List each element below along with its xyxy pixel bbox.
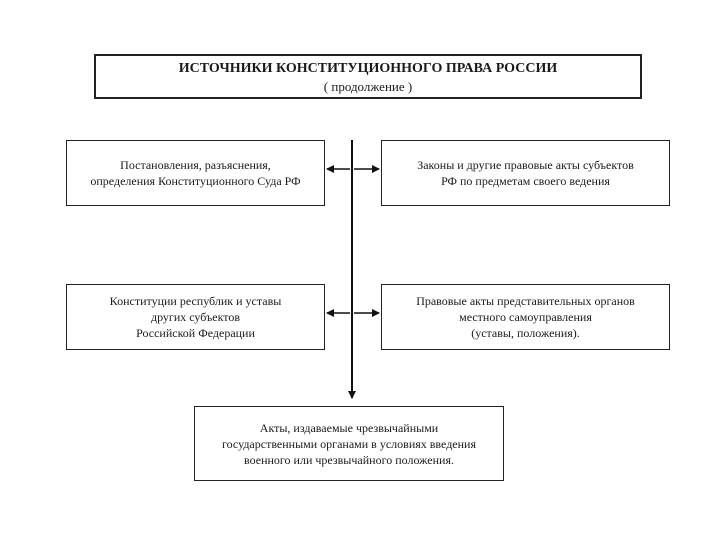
box-text-line: Постановления, разъяснения, bbox=[120, 158, 271, 172]
box-text-line: Правовые акты представительных органов bbox=[416, 294, 635, 308]
box-text-line: других субъектов bbox=[150, 310, 241, 324]
box-local-self-government-acts: Правовые акты представительных органов м… bbox=[381, 284, 670, 350]
box-republic-constitutions: Конституции республик и уставы других су… bbox=[66, 284, 325, 350]
box-text-line: Законы и другие правовые акты субъектов bbox=[417, 158, 634, 172]
box-text-line: РФ по предметам своего ведения bbox=[441, 174, 610, 188]
box-text-line: государственными органами в условиях вве… bbox=[221, 436, 476, 451]
diagram-title-box: ИСТОЧНИКИ КОНСТИТУЦИОННОГО ПРАВА РОССИИ … bbox=[94, 54, 642, 99]
box-text-line: местного самоуправления bbox=[459, 310, 592, 324]
diagram-subtitle: ( продолжение ) bbox=[323, 79, 413, 94]
box-subject-laws: Законы и другие правовые акты субъектов … bbox=[381, 140, 670, 206]
diagram-title: ИСТОЧНИКИ КОНСТИТУЦИОННОГО ПРАВА РОССИИ bbox=[178, 61, 558, 76]
box-text-line: (уставы, положения). bbox=[471, 326, 580, 340]
box-emergency-acts: Акты, издаваемые чрезвычайными государст… bbox=[194, 406, 504, 481]
box-constitutional-court-decisions: Постановления, разъяснения, определения … bbox=[66, 140, 325, 206]
box-text-line: Российской Федерации bbox=[136, 326, 255, 340]
box-text-line: Акты, издаваемые чрезвычайными bbox=[259, 420, 439, 435]
box-text-line: Конституции республик и уставы bbox=[109, 294, 282, 308]
box-text-line: определения Конституционного Суда РФ bbox=[90, 174, 301, 188]
box-text-line: военного или чрезвычайного положения. bbox=[244, 452, 454, 467]
